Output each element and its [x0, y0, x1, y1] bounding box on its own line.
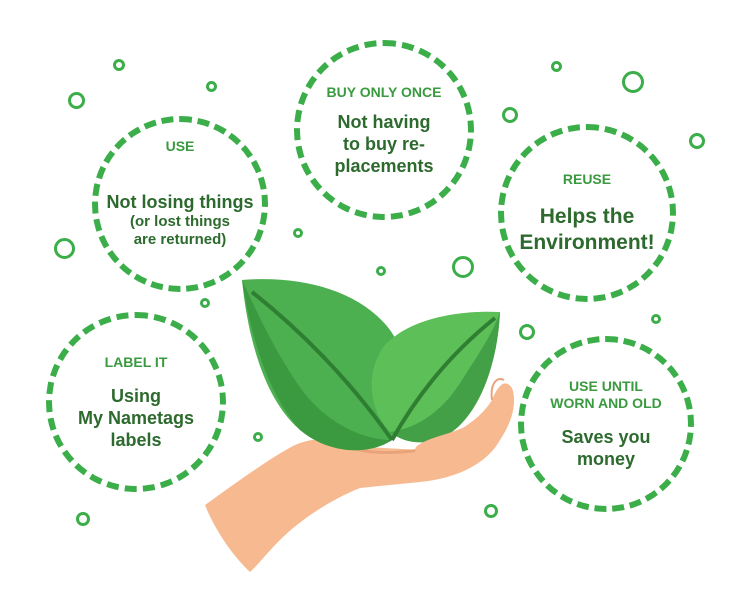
bubble-reuse: REUSE Helps the Environment!: [498, 124, 676, 302]
decor-ring: [113, 59, 125, 71]
decor-ring: [293, 228, 303, 238]
bubble-text: Using My Nametags labels: [77, 385, 195, 450]
bubble-text: Not losing things (or lost things are re…: [107, 169, 254, 271]
decor-ring: [206, 81, 217, 92]
decor-ring: [689, 133, 705, 149]
decor-ring: [484, 504, 498, 518]
decor-ring: [519, 324, 535, 340]
decor-ring: [376, 266, 386, 276]
bubble-buy-only-once: BUY ONLY ONCE Not having to buy re- plac…: [294, 40, 474, 220]
decor-ring: [253, 432, 263, 442]
decor-ring: [54, 238, 75, 259]
decor-ring: [502, 107, 518, 123]
bubble-text: Saves you money: [561, 427, 651, 469]
bubble-title: BUY ONLY ONCE: [326, 83, 442, 100]
decor-ring: [651, 314, 661, 324]
decor-ring: [622, 71, 644, 93]
bubble-text-main: Not losing things: [106, 191, 254, 212]
bubble-title: REUSE: [562, 170, 612, 187]
decor-ring: [551, 61, 562, 72]
bubble-title: USE UNTIL WORN AND OLD: [550, 378, 662, 411]
bubble-use-until-worn: USE UNTIL WORN AND OLD Saves you money: [518, 336, 694, 512]
decor-ring: [200, 298, 210, 308]
hand-shape: [205, 383, 515, 572]
decor-ring: [452, 256, 474, 278]
bubble-label-it: LABEL IT Using My Nametags labels: [46, 312, 226, 492]
bubble-text-sub: (or lost things are returned): [129, 212, 230, 248]
bubble-text: Not having to buy re- placements: [334, 111, 434, 176]
decor-ring: [76, 512, 90, 526]
bubble-text: Helps the Environment!: [519, 204, 655, 254]
bubble-title: LABEL IT: [104, 353, 168, 370]
bubble-title: USE: [165, 137, 195, 154]
bubble-use: USE Not losing things (or lost things ar…: [92, 116, 268, 292]
decor-ring: [68, 92, 85, 109]
